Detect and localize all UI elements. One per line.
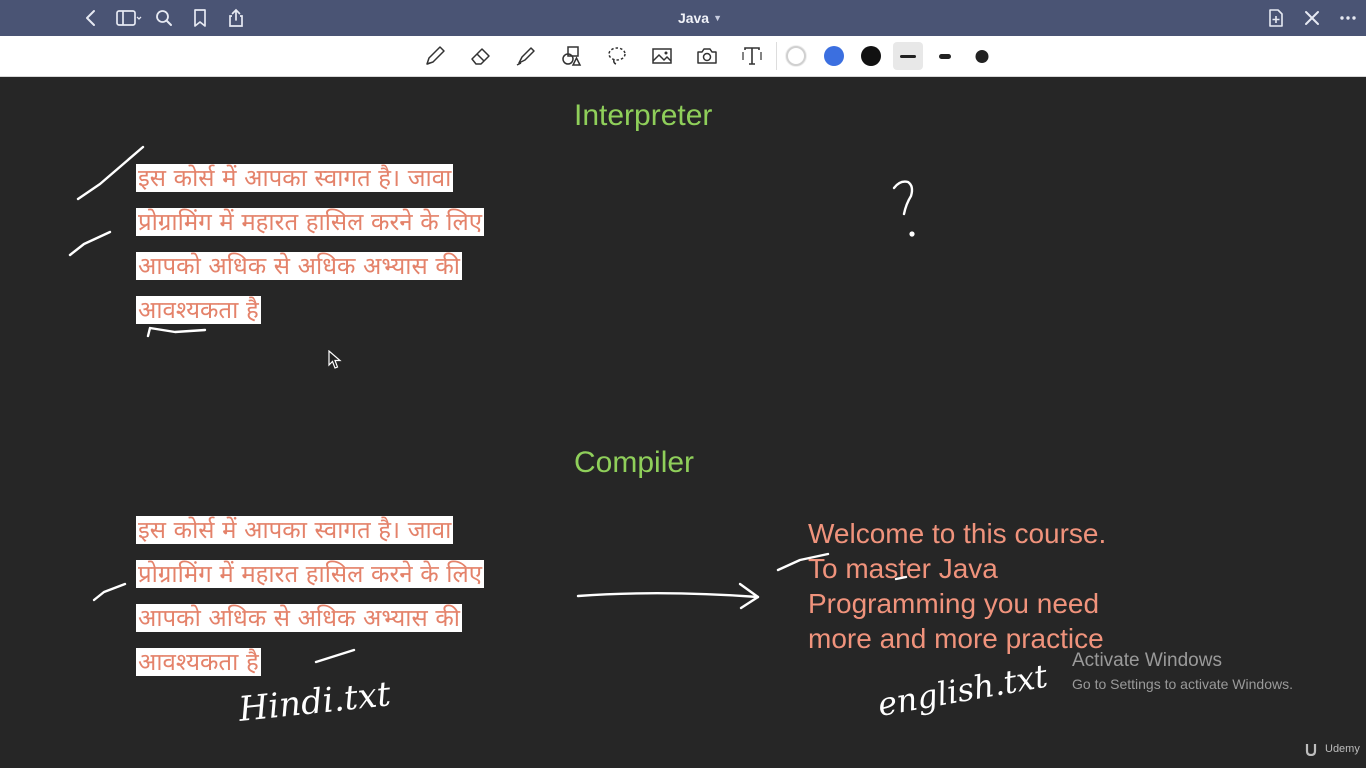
hindi-line-2: प्रोग्रामिंग में महारत हासिल करने के लिए bbox=[136, 560, 485, 588]
interpreter-heading: Interpreter bbox=[574, 99, 713, 132]
watermark-subtitle: Go to Settings to activate Windows. bbox=[1072, 676, 1293, 692]
compiler-heading: Compiler bbox=[574, 446, 695, 479]
add-page-icon[interactable] bbox=[1265, 7, 1287, 29]
activate-windows-watermark: Activate Windows Go to Settings to activ… bbox=[1072, 650, 1293, 692]
hindi-text-box-top: इस कोर्स में आपका स्वागत है। जावा प्रोग्… bbox=[136, 156, 526, 332]
pen-icon[interactable] bbox=[420, 42, 450, 70]
document-title-text: Java bbox=[677, 10, 710, 26]
udemy-logo: Udemy bbox=[1304, 742, 1360, 756]
close-icon[interactable] bbox=[1301, 7, 1323, 29]
mouse-cursor-icon bbox=[328, 350, 342, 369]
stroke-medium-button[interactable] bbox=[930, 42, 960, 70]
chevron-down-icon: ▼ bbox=[713, 13, 723, 23]
arrow-head-stroke bbox=[738, 582, 760, 610]
udemy-mark-icon bbox=[1305, 744, 1317, 756]
back-icon[interactable] bbox=[80, 7, 102, 29]
eraser-icon[interactable] bbox=[466, 42, 496, 70]
note-canvas[interactable]: Interpreter इस कोर्स में आपका स्वागत है।… bbox=[0, 76, 1366, 768]
watermark-title: Activate Windows bbox=[1072, 650, 1222, 671]
color-swatch-black[interactable] bbox=[861, 46, 881, 66]
hindi-line-3: आपको अधिक से अधिक अभ्यास की bbox=[136, 252, 462, 280]
color-swatch-blue[interactable] bbox=[824, 46, 844, 66]
english-line-3: Programming you need bbox=[808, 588, 1100, 619]
english-text-box: Welcome to this course. To master Java P… bbox=[808, 516, 1168, 656]
sidebar-icon[interactable] bbox=[116, 7, 142, 29]
hindi-line-1: इस कोर्स में आपका स्वागत है। जावा bbox=[136, 164, 454, 192]
arrow-line-stroke bbox=[576, 592, 760, 599]
check-mark-stroke bbox=[68, 230, 112, 257]
document-title[interactable]: Java ▼ bbox=[640, 0, 760, 36]
english-line-4: more and more practice bbox=[808, 623, 1104, 654]
english-line-1: Welcome to this course. bbox=[808, 518, 1107, 549]
hindi-line-1: इस कोर्स में आपका स्वागत है। जावा bbox=[136, 516, 454, 544]
shapes-icon[interactable] bbox=[556, 42, 586, 70]
hindi-text-box-bottom: इस कोर्स में आपका स्वागत है। जावा प्रोग्… bbox=[136, 508, 526, 684]
title-bar: Java ▼ bbox=[0, 0, 1366, 36]
search-icon[interactable] bbox=[153, 7, 175, 29]
udemy-label: Udemy bbox=[1325, 743, 1360, 755]
share-icon[interactable] bbox=[225, 7, 247, 29]
english-file-label: english.txt bbox=[875, 657, 1051, 724]
hindi-line-4: आवश्यकता है bbox=[136, 296, 261, 324]
toolbar-divider bbox=[776, 42, 777, 70]
check-mark-stroke bbox=[92, 582, 127, 602]
check-mark-stroke bbox=[76, 145, 145, 201]
english-line-2: To master Java bbox=[808, 553, 998, 584]
question-dot-stroke bbox=[909, 231, 915, 237]
stroke-thin-button[interactable] bbox=[893, 42, 923, 70]
image-icon[interactable] bbox=[647, 42, 677, 70]
highlighter-icon[interactable] bbox=[511, 42, 541, 70]
question-mark-stroke bbox=[892, 180, 914, 216]
more-icon[interactable] bbox=[1337, 7, 1359, 29]
drawing-toolbar bbox=[0, 36, 1366, 77]
text-icon[interactable] bbox=[737, 42, 767, 70]
hindi-line-2: प्रोग्रामिंग में महारत हासिल करने के लिए bbox=[136, 208, 485, 236]
hindi-line-3: आपको अधिक से अधिक अभ्यास की bbox=[136, 604, 462, 632]
bookmark-icon[interactable] bbox=[189, 7, 211, 29]
hindi-line-4: आवश्यकता है bbox=[136, 648, 261, 676]
camera-icon[interactable] bbox=[692, 42, 722, 70]
color-swatch-white[interactable] bbox=[786, 46, 806, 66]
stroke-thick-button[interactable] bbox=[967, 42, 997, 70]
lasso-icon[interactable] bbox=[602, 42, 632, 70]
